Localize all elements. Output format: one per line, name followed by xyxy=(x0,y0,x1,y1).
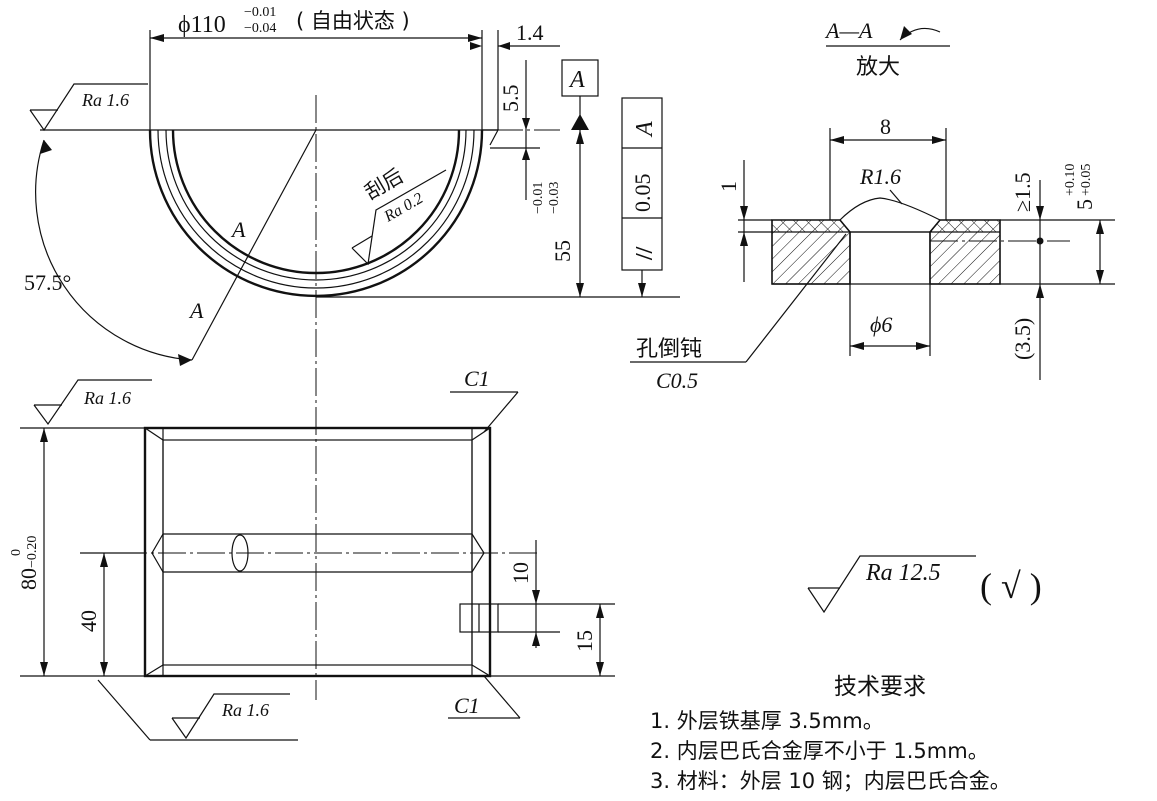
dim-15: 15 xyxy=(572,630,597,652)
section-dim-8: 8 xyxy=(880,114,891,139)
radius-label: R1.6 xyxy=(859,164,901,189)
outer-arc xyxy=(148,129,484,298)
roughness-scrape-symbol xyxy=(351,169,447,266)
front-height-label: 80 xyxy=(16,568,41,590)
dim-40: 40 xyxy=(76,610,101,632)
general-roughness-value: Ra 12.5 xyxy=(865,560,941,586)
front-height-tol-upper: 0 xyxy=(9,549,24,556)
dim-1-4: 1.4 xyxy=(516,20,544,45)
roughness-left-symbol xyxy=(29,83,148,132)
section-title: A—A xyxy=(824,18,873,43)
section-view: A—A 放大 8 R1.6 1 xyxy=(630,18,1115,393)
roughness-left: Ra 1.6 xyxy=(81,90,129,110)
hole-dia: ϕ6 xyxy=(870,312,892,337)
requirements: 技术要求 1. 外层铁基厚 3.5mm。 2. 内层巴氏合金厚不小于 1.5mm… xyxy=(650,674,1011,793)
section-subtitle: 放大 xyxy=(856,55,900,80)
hole-note: 孔倒钝 xyxy=(636,337,702,362)
section-dim-5: 5 xyxy=(1072,199,1097,210)
diameter-tol-lower: −0.04 xyxy=(244,21,276,36)
section-letter-a1: A xyxy=(230,217,246,242)
section-dim-5-tol-upper: +0.10 xyxy=(1063,164,1078,196)
general-roughness-bracket: ( √ ) xyxy=(980,566,1042,606)
tol-datum: A xyxy=(632,121,658,138)
front-view: 80 0 −0.20 40 10 15 C1 C1 Ra 1.6 xyxy=(9,366,615,741)
section-dim-3-5: (3.5) xyxy=(1010,318,1035,360)
requirement-item: 3. 材料：外层 10 钢；内层巴氏合金。 xyxy=(650,769,1011,793)
height-label: 55 xyxy=(550,240,575,262)
height-tol-lower: −0.03 xyxy=(547,182,562,214)
hole-chamfer: C0.5 xyxy=(656,368,698,393)
dim-10: 10 xyxy=(508,562,533,584)
roughness-bottom: Ra 1.6 xyxy=(221,700,269,720)
chamfer-top: C1 xyxy=(464,366,490,391)
diameter-note: ( 自由状态 ) xyxy=(296,9,410,33)
datum-letter: A xyxy=(568,67,585,93)
roughness-top: Ra 1.6 xyxy=(83,388,131,408)
tol-symbol: // xyxy=(632,246,658,261)
requirement-item: 2. 内层巴氏合金厚不小于 1.5mm。 xyxy=(650,739,989,763)
requirements-title: 技术要求 xyxy=(834,674,926,700)
section-dim-5-tol-lower: +0.05 xyxy=(1079,164,1094,196)
section-line xyxy=(191,129,317,361)
dim-5-5: 5.5 xyxy=(498,85,523,113)
scrape-note: 刮后 xyxy=(361,164,408,205)
section-letter-a2: A xyxy=(188,298,204,323)
angle-label: 57.5° xyxy=(24,270,71,295)
height-tol-upper: −0.01 xyxy=(531,182,546,214)
requirement-item: 1. 外层铁基厚 3.5mm。 xyxy=(650,709,884,733)
inner-arc xyxy=(171,129,461,275)
diameter-tol-upper: −0.01 xyxy=(244,5,276,20)
general-roughness-symbol xyxy=(807,555,976,614)
section-dim-1: 1 xyxy=(716,181,741,192)
roughness-bottom-symbol xyxy=(171,693,290,740)
general-roughness: Ra 12.5 ( √ ) xyxy=(807,555,1042,614)
front-outline xyxy=(143,426,492,678)
chamfer-bottom: C1 xyxy=(454,693,480,718)
diameter-label: ϕ110 xyxy=(178,12,226,38)
roughness-top-symbol xyxy=(33,379,152,426)
top-view: ϕ110 −0.01 −0.04 ( 自由状态 ) 1.4 5.5 A 55 −… xyxy=(24,5,680,700)
section-dim-min: ≥1.5 xyxy=(1010,172,1035,212)
front-height-tol-lower: −0.20 xyxy=(25,536,40,568)
tol-value: 0.05 xyxy=(630,174,655,213)
